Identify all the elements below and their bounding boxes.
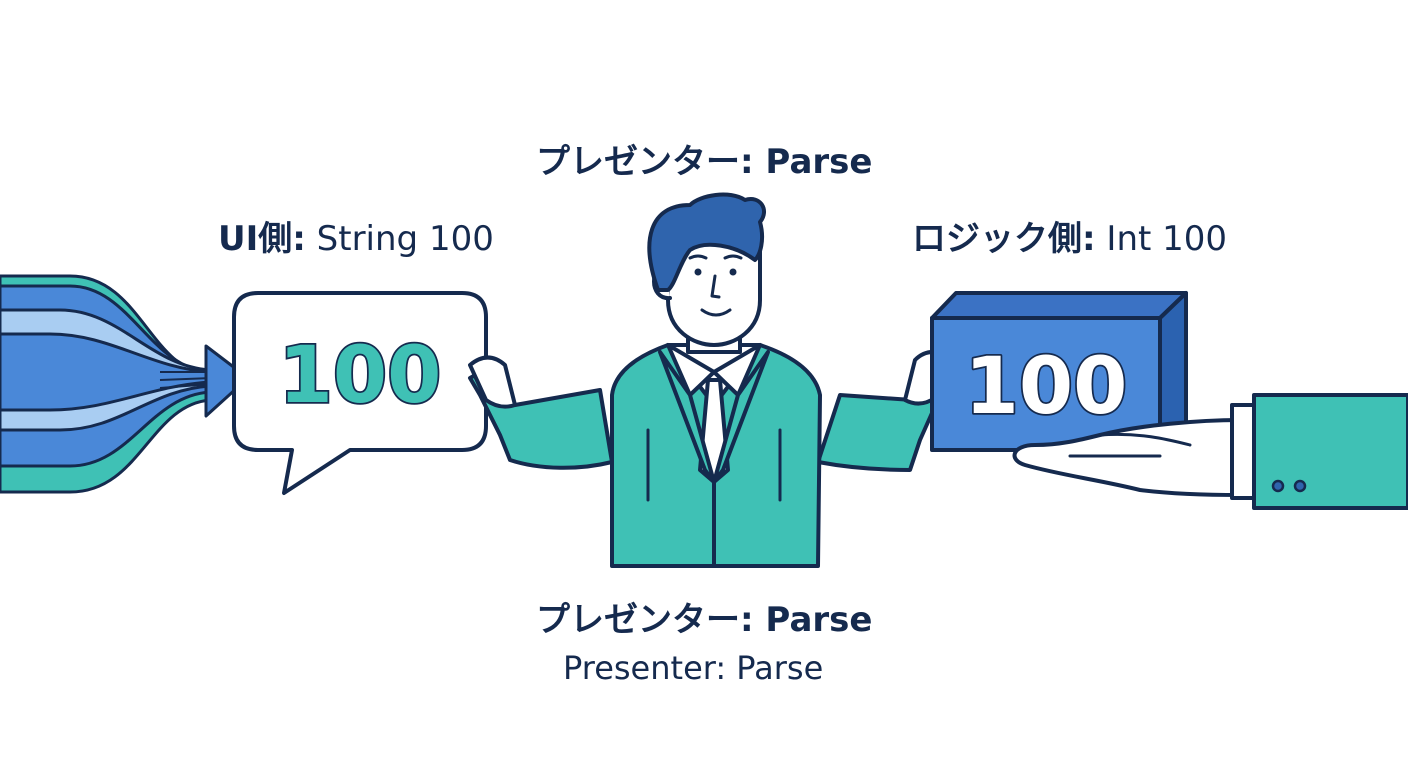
presenter-title-bottom: プレゼンター: Parse: [536, 600, 873, 640]
ui-side-value: String 100: [305, 219, 494, 259]
presenter-figure: [468, 192, 954, 568]
presenter-subtitle-en: Presenter: Parse: [563, 649, 824, 687]
ui-side-label: UI側: String 100: [218, 222, 494, 256]
logic-side-label: ロジック側: Int 100: [912, 222, 1227, 256]
speech-bubble: 100: [232, 291, 488, 495]
receiving-hand-icon: [1012, 393, 1408, 510]
string-value-text: 100: [279, 331, 442, 421]
int-box: 100: [930, 291, 1188, 452]
int-value-text: 100: [965, 342, 1128, 432]
presenter-title-top: プレゼンター: Parse: [536, 142, 873, 182]
logic-side-value: Int 100: [1095, 219, 1228, 259]
data-stream-icon: [0, 274, 250, 494]
logic-side-key: ロジック側:: [912, 219, 1096, 259]
ui-side-key: UI側:: [218, 219, 306, 259]
